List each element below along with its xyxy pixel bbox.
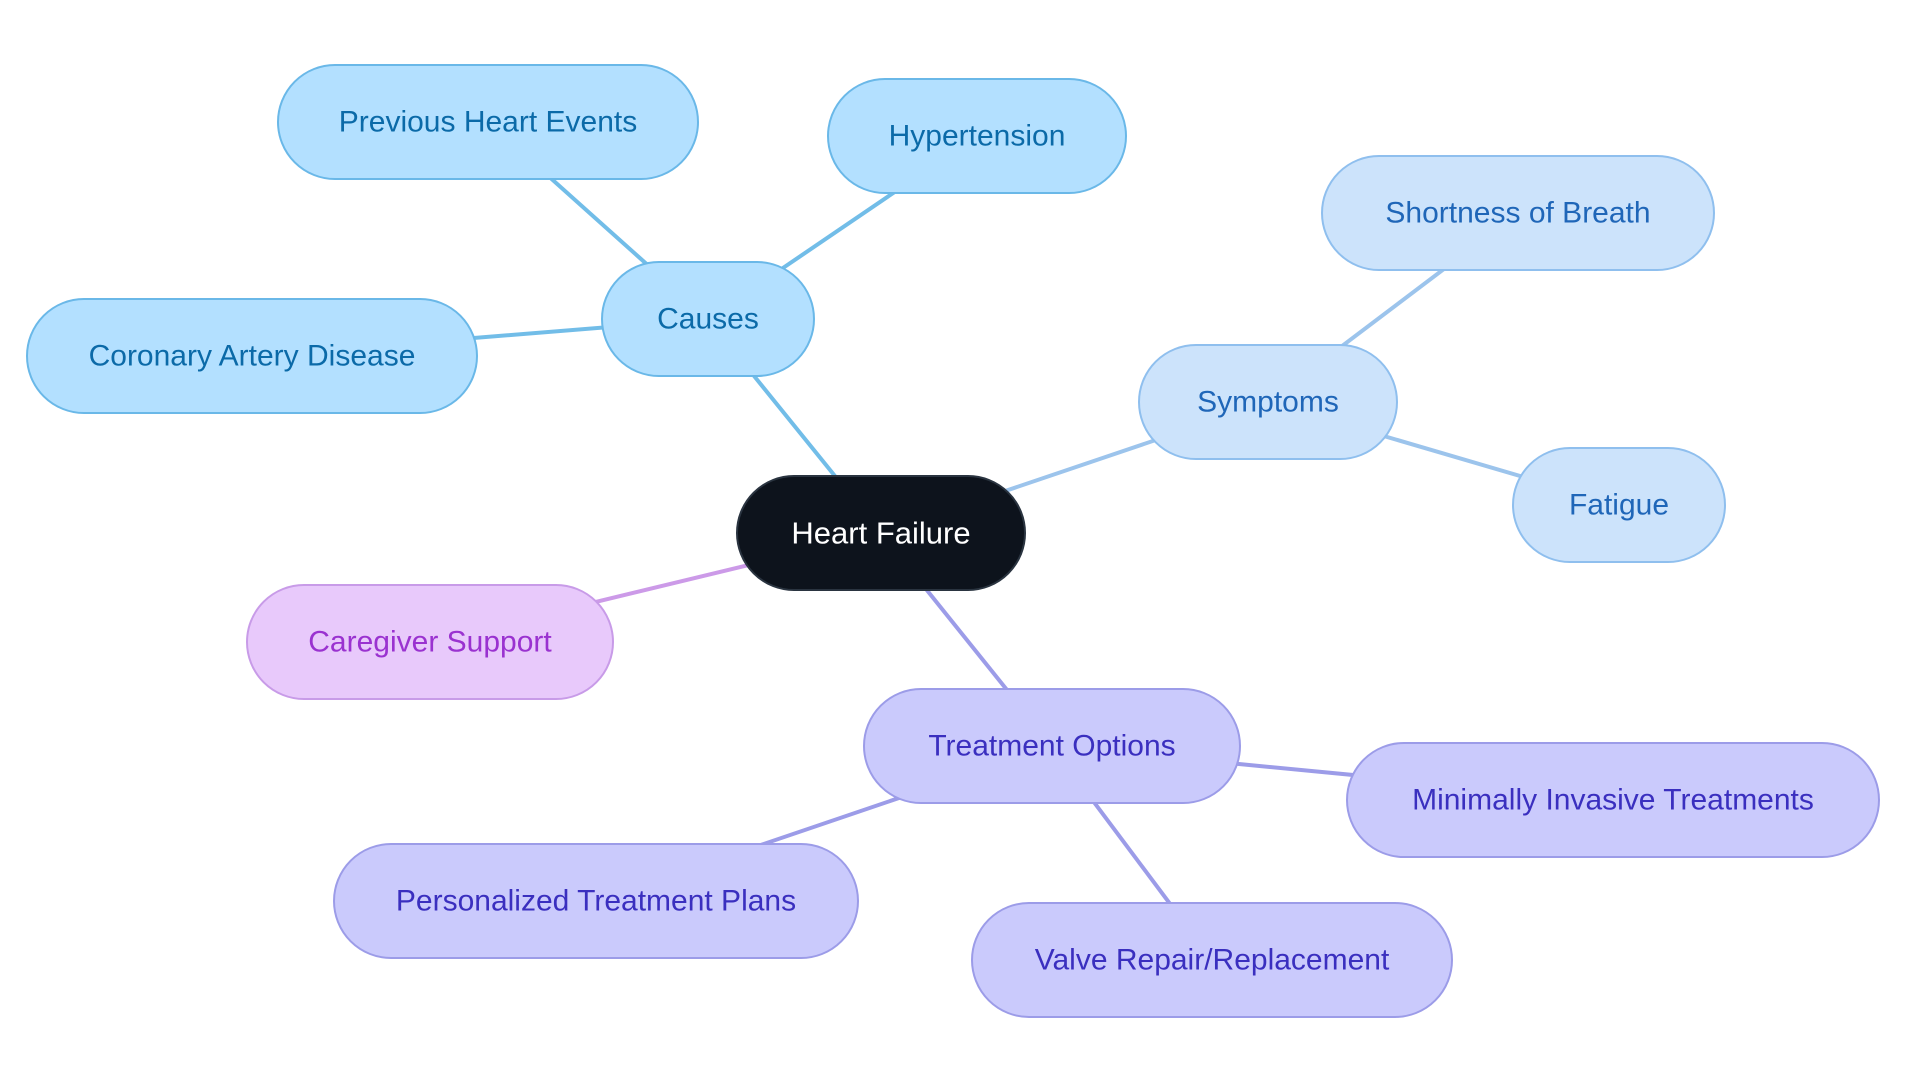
node-shape-caregiver-support: [246, 584, 614, 700]
node-label-minimally-invasive-treatments: Minimally Invasive Treatments: [1412, 784, 1814, 817]
node-previous-heart-events: Previous Heart Events: [277, 64, 699, 180]
node-label-treatment-options: Treatment Options: [928, 730, 1175, 763]
node-fatigue: Fatigue: [1512, 447, 1726, 563]
node-label-fatigue: Fatigue: [1569, 489, 1669, 522]
node-label-personalized-treatment-plans: Personalized Treatment Plans: [396, 885, 796, 918]
node-label-causes: Causes: [657, 303, 759, 336]
node-heart-failure: Heart Failure: [736, 475, 1026, 591]
node-shape-fatigue: [1512, 447, 1726, 563]
node-symptoms: Symptoms: [1138, 344, 1398, 460]
node-shape-personalized-treatment-plans: [333, 843, 859, 959]
node-causes: Causes: [601, 261, 815, 377]
node-shape-previous-heart-events: [277, 64, 699, 180]
node-shape-shortness-of-breath: [1321, 155, 1715, 271]
mindmap-nodes: Causes Previous Heart Events HypertensionC…: [26, 64, 1880, 1018]
node-shape-causes: [601, 261, 815, 377]
node-label-heart-failure: Heart Failure: [791, 516, 970, 551]
node-label-shortness-of-breath: Shortness of Breath: [1385, 197, 1650, 230]
node-label-caregiver-support: Caregiver Support: [308, 626, 552, 659]
node-shape-hypertension: [827, 78, 1127, 194]
node-label-symptoms: Symptoms: [1197, 386, 1339, 419]
node-coronary-artery-disease: Coronary Artery Disease: [26, 298, 478, 414]
node-treatment-options: Treatment Options: [863, 688, 1241, 804]
node-shape-treatment-options: [863, 688, 1241, 804]
node-shape-minimally-invasive-treatments: [1346, 742, 1880, 858]
node-personalized-treatment-plans: Personalized Treatment Plans: [333, 843, 859, 959]
node-caregiver-support: Caregiver Support: [246, 584, 614, 700]
node-shape-coronary-artery-disease: [26, 298, 478, 414]
node-shape-valve-repair-replacement: [971, 902, 1453, 1018]
node-label-previous-heart-events: Previous Heart Events: [339, 106, 637, 139]
node-label-valve-repair-replacement: Valve Repair/Replacement: [1035, 944, 1390, 977]
node-hypertension: Hypertension: [827, 78, 1127, 194]
node-label-coronary-artery-disease: Coronary Artery Disease: [89, 340, 416, 373]
node-shape-heart-failure: [736, 475, 1026, 591]
node-label-hypertension: Hypertension: [889, 120, 1066, 153]
node-valve-repair-replacement: Valve Repair/Replacement: [971, 902, 1453, 1018]
node-shortness-of-breath: Shortness of Breath: [1321, 155, 1715, 271]
node-minimally-invasive-treatments: Minimally Invasive Treatments: [1346, 742, 1880, 858]
node-shape-symptoms: [1138, 344, 1398, 460]
